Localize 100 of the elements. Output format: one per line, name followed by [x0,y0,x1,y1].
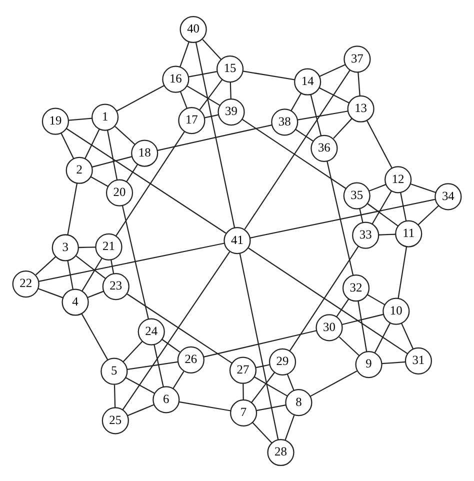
node-circle: 32 [342,274,370,302]
connector [172,370,184,388]
node-circle: 29 [268,348,296,375]
connector [162,338,180,352]
connector [248,247,408,354]
connector [87,290,104,298]
connector [242,118,346,188]
connector [368,183,386,192]
node-circle: 9 [355,350,382,378]
connector [286,374,294,390]
node-circle: 17 [178,106,206,134]
connector [242,70,295,80]
connector [310,370,358,396]
connector [127,404,154,416]
connector [126,293,232,364]
connector [122,251,230,410]
connector [367,294,386,305]
connector [244,69,350,230]
connector [125,376,155,394]
node-circle: 31 [404,346,432,374]
connector [106,130,118,180]
connector [154,344,164,387]
node-circle: 41 [224,226,251,254]
connector [295,128,314,141]
connector [342,313,384,325]
connector [256,404,286,411]
node-circle: 24 [138,318,165,345]
node-circle: 25 [102,406,129,434]
node-circle: 14 [294,68,322,95]
connector [204,330,317,358]
connector [36,256,56,275]
connector [239,252,279,440]
node-circle: 23 [102,272,130,300]
node-circle: 8 [285,388,312,416]
connector [199,78,223,110]
connector [122,340,143,362]
connector [67,260,74,289]
connector [284,414,295,440]
connector [254,376,288,396]
connector [230,82,232,98]
connector [256,364,270,368]
connector [359,208,364,222]
node-circle: 4 [62,288,89,316]
connector [250,198,436,238]
connector [90,176,108,186]
connector [398,246,408,298]
connector [122,205,149,319]
connector [78,246,96,248]
node-circle: 30 [316,314,343,341]
node-circle: 2 [66,156,93,184]
node-circle: 19 [42,107,69,134]
connector [188,70,217,77]
connector [110,259,114,274]
connector [116,84,164,112]
node-circle: 40 [180,15,207,43]
connector [82,257,102,291]
node-circle: 33 [352,221,380,248]
connector [333,118,352,138]
connector [114,125,136,144]
connector [180,90,188,108]
connector [382,360,406,364]
connector [289,246,359,351]
connector [202,38,222,60]
connector [310,94,322,136]
connector [60,132,74,158]
node-circle: 26 [177,346,204,374]
connector [127,360,178,370]
node-circle: 21 [95,232,122,260]
connector [374,322,391,352]
connector [319,64,346,76]
node-circle: 10 [382,297,410,324]
connector [252,422,272,443]
connector [366,120,392,168]
connector [157,124,272,150]
node-circle: 3 [52,234,79,261]
connector [250,372,275,402]
connector [38,242,224,282]
node-circle: 27 [229,356,257,384]
node-circle: 20 [106,178,134,206]
connector [298,110,348,120]
connector [336,298,349,317]
node-circle: 6 [152,386,180,413]
node-circle: 1 [92,103,119,130]
connector [179,400,231,411]
node-circle: 12 [384,166,412,193]
node-circle: 18 [131,139,158,166]
node-circle: 35 [343,182,370,209]
connector [242,383,244,400]
connector [38,288,63,298]
connector [84,128,100,158]
connector [180,41,190,66]
connector [367,202,398,226]
connector [68,117,92,120]
connector [186,84,220,106]
connector [290,92,302,110]
connector [401,322,414,349]
connector [338,336,360,356]
connector [76,255,106,279]
node-circle: 7 [230,398,258,426]
connector [114,384,116,408]
